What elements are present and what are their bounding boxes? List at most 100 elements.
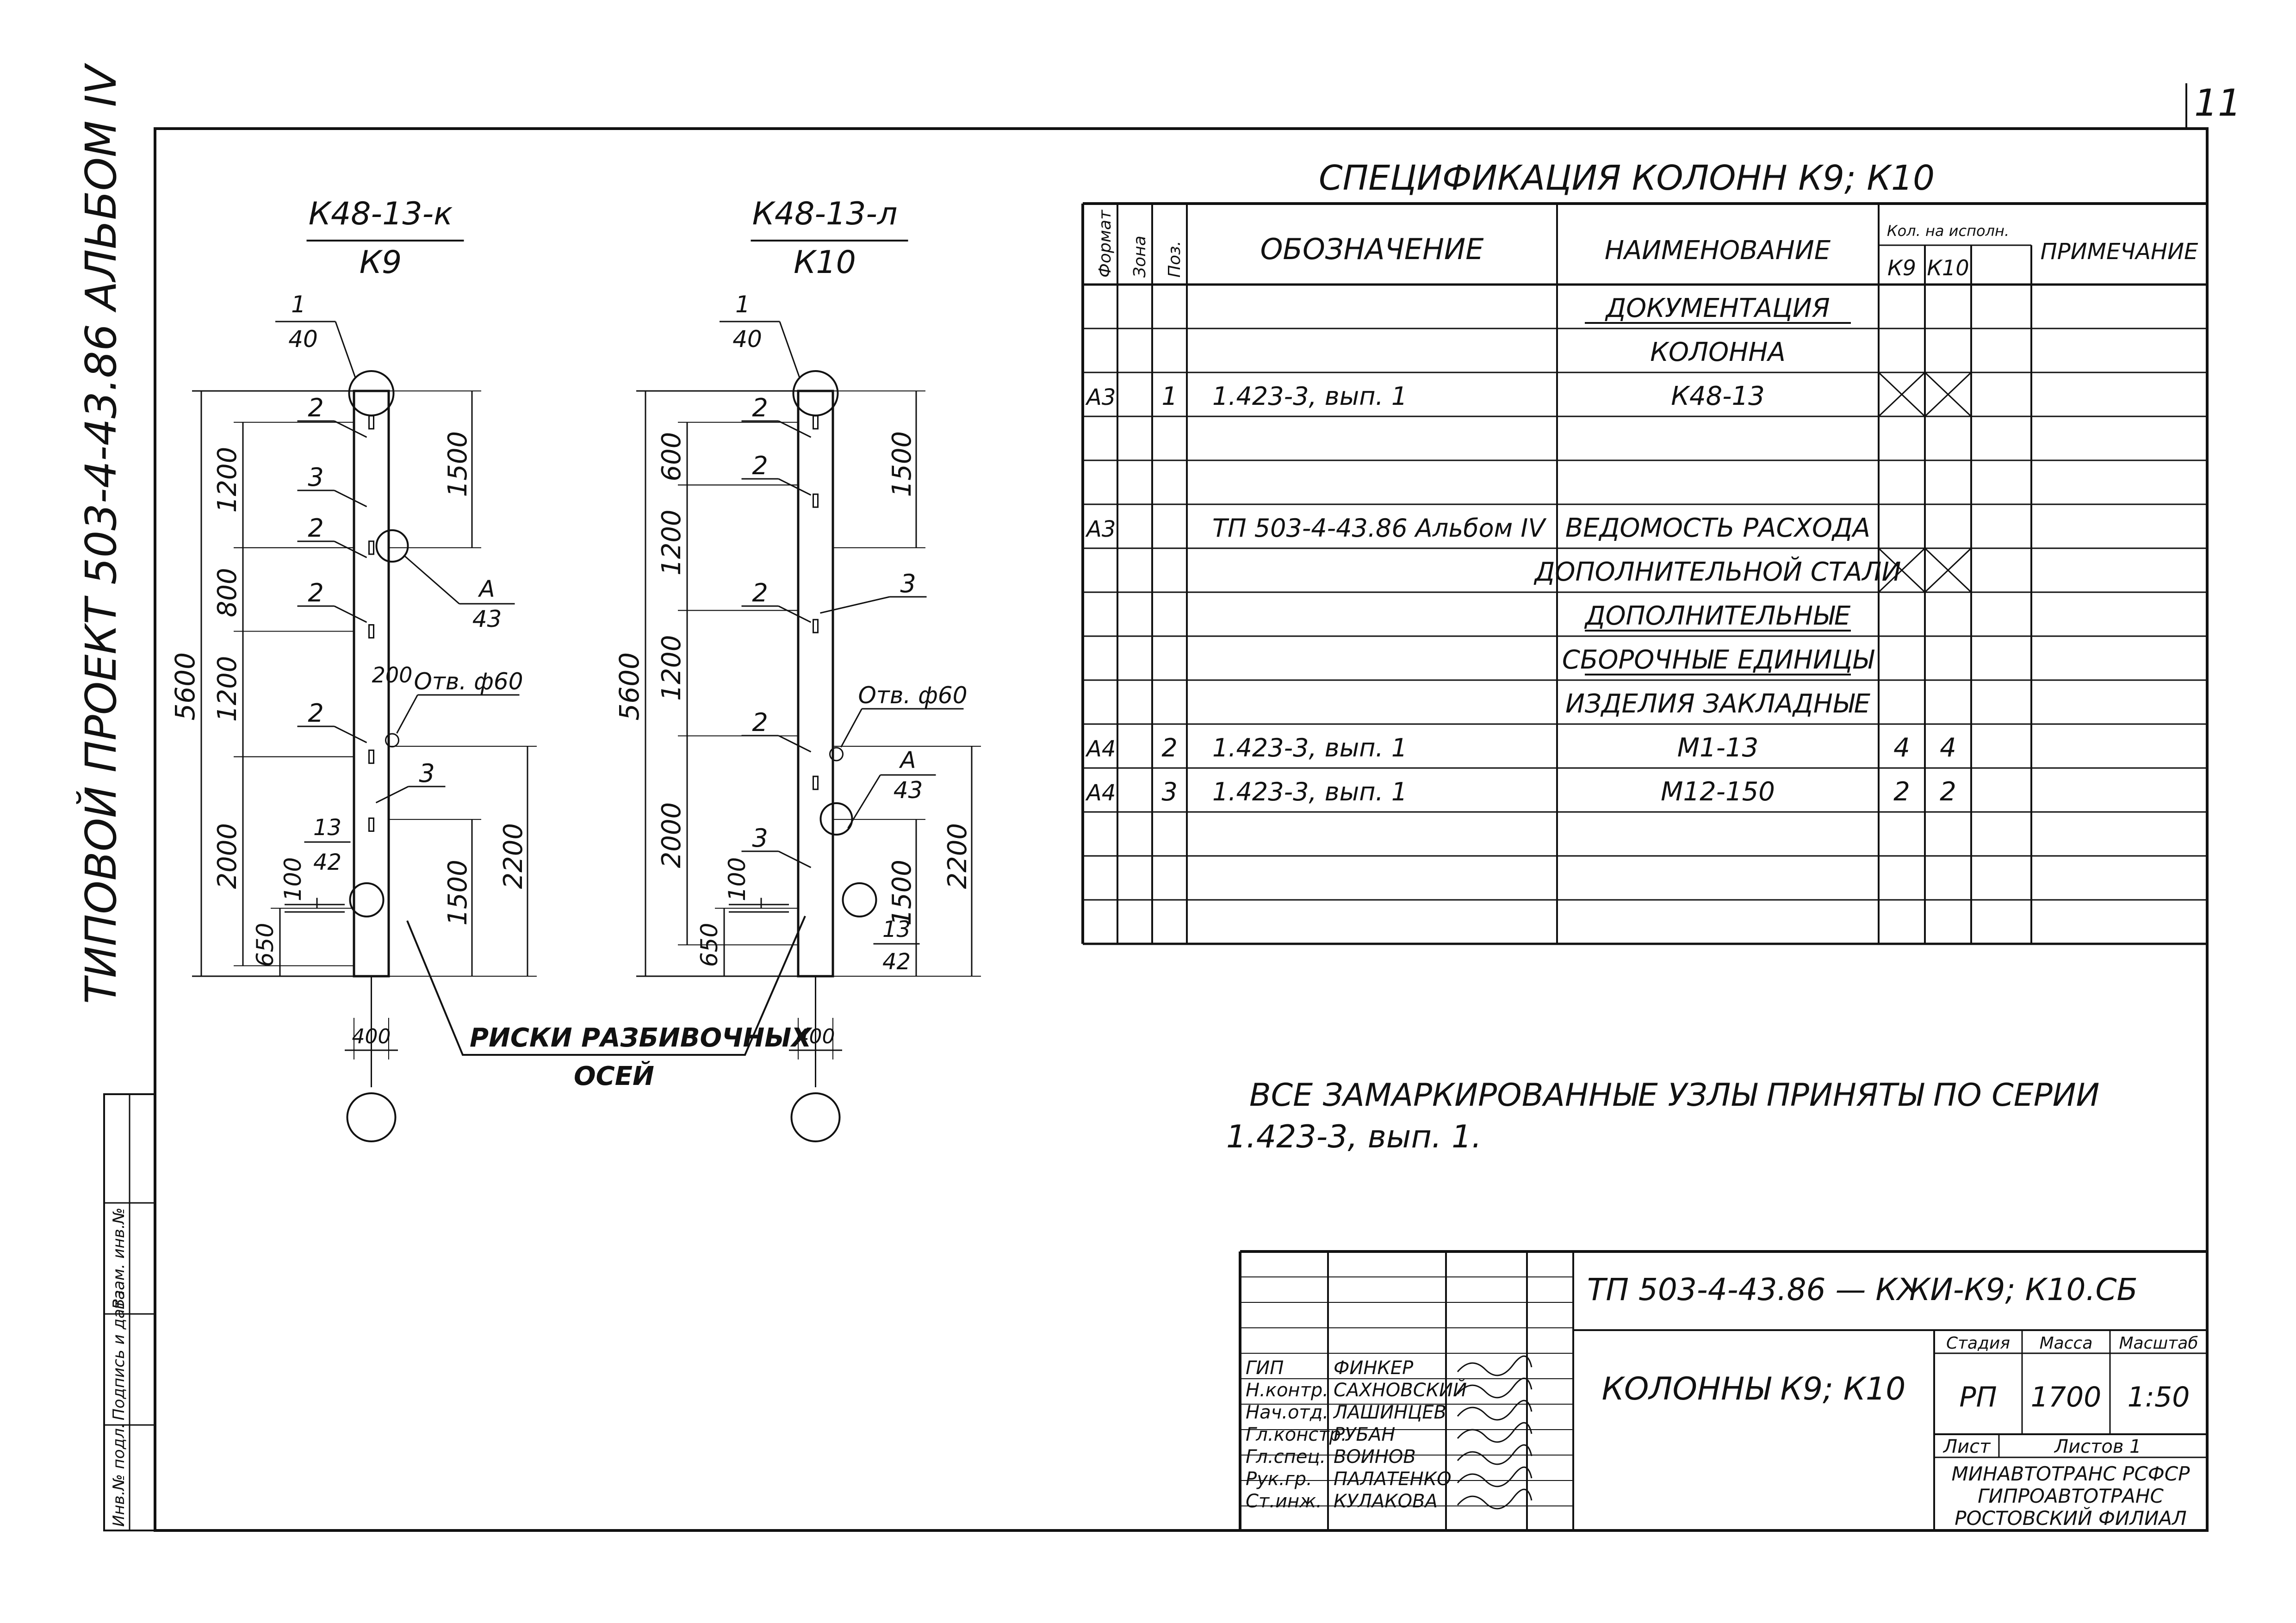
signature-name: КУЛАКОВА xyxy=(1334,1491,1438,1512)
spec-cell-name: М1-13 xyxy=(1677,733,1758,763)
spec-cell-k10: 2 xyxy=(1940,777,1956,807)
dimension-right-1500b: 1500 xyxy=(887,860,917,926)
hole-leader xyxy=(840,708,863,748)
hole-label: Отв. ф60 xyxy=(414,668,523,695)
position-label: 2 xyxy=(752,578,768,607)
dimension-650: 650 xyxy=(696,923,723,967)
embedded-item xyxy=(813,493,819,508)
spec-cell-pos: 3 xyxy=(1161,777,1177,806)
signature-row: Гл.спец.ВОИНОВ xyxy=(1246,1444,1533,1468)
node-callout-circle xyxy=(348,370,395,416)
position-label: 3 xyxy=(419,759,434,788)
spec-cell-name: М12-150 xyxy=(1661,777,1775,807)
spec-head-name: НАИМЕНОВАНИЕ xyxy=(1605,235,1831,266)
spec-cell-format: А4 xyxy=(1085,780,1116,806)
label-leader xyxy=(778,478,812,496)
spec-cell-name: ДОПОЛНИТЕЛЬНОЙ СТАЛИ xyxy=(1533,557,1901,587)
position-label: 2 xyxy=(752,708,768,737)
dimension-segment: 600 xyxy=(657,432,687,482)
risks-callout: РИСКИ РАЗБИВОЧНЫХ ОСЕЙ xyxy=(406,916,813,1091)
embedded-item xyxy=(813,415,819,430)
stage-value: РП xyxy=(1959,1381,1997,1413)
signature-role: Ст.инж. xyxy=(1246,1491,1322,1512)
node-a-num: А xyxy=(899,747,916,774)
dimension-width: 400 xyxy=(796,1025,835,1048)
spec-head-zone: Зона xyxy=(1130,235,1149,278)
spec-head-pos: Поз. xyxy=(1165,241,1184,278)
label-leader xyxy=(334,420,367,438)
signature-scribble xyxy=(1457,1400,1533,1421)
node-bottom-num: 13 xyxy=(882,917,911,942)
embedded-item xyxy=(813,619,819,633)
organization-line: МИНАВТОТРАНС РСФСР xyxy=(1952,1462,2191,1485)
signature-scribble xyxy=(1457,1355,1533,1376)
spec-head-designation: ОБОЗНАЧЕНИЕ xyxy=(1260,232,1484,266)
mass-value: 1700 xyxy=(2031,1381,2102,1413)
spec-row: ИЗДЕЛИЯ ЗАКЛАДНЫЕ xyxy=(1565,689,1871,719)
spec-cell-name: ДОКУМЕНТАЦИЯ xyxy=(1604,293,1830,323)
spec-cell-k9: 2 xyxy=(1893,777,1910,807)
dimension-right-1500b: 1500 xyxy=(443,860,473,926)
risks-label-line-1: РИСКИ РАЗБИВОЧНЫХ xyxy=(470,1023,813,1053)
signature-row: Ст.инж. КУЛАКОВА xyxy=(1246,1488,1533,1512)
node-top-num: 1 xyxy=(291,291,306,318)
node-leader xyxy=(847,774,881,829)
signature-row: Рук.гр.ПАЛАТЕНКО xyxy=(1246,1466,1533,1490)
signature-scribble xyxy=(1457,1377,1533,1399)
label-leader xyxy=(375,786,409,804)
embedded-item xyxy=(368,624,374,639)
side-stamp: ТИПОВОЙ ПРОЕКТ 503-4-43.86 АЛЬБОМ IV xyxy=(76,62,126,1004)
spec-head-k10: К10 xyxy=(1927,255,1969,280)
signature-row: Н.контр.САХНОВСКИЙ xyxy=(1246,1377,1533,1401)
dimension-5600: 5600 xyxy=(614,652,645,721)
organization-line: ГИПРОАВТОТРАНС xyxy=(1978,1485,2164,1507)
dimension-segment: 800 xyxy=(212,568,242,617)
label-leader xyxy=(778,605,812,623)
embedded-item xyxy=(813,775,819,790)
label-leader xyxy=(778,850,812,868)
node-leader xyxy=(335,321,356,378)
grid-axis-circle xyxy=(346,1092,397,1142)
node-top-den: 40 xyxy=(732,326,762,353)
signature-scribble xyxy=(1457,1422,1533,1443)
signature-row: Нач.отд.ЛАШИНЦЕВ xyxy=(1246,1400,1533,1423)
title-code: ТП 503-4-43.86 — КЖИ-К9; К10.СБ xyxy=(1587,1272,2138,1307)
dimension-200: 200 xyxy=(372,663,413,688)
node-callout-circle xyxy=(792,370,839,416)
dimension-right-1500: 1500 xyxy=(443,431,473,497)
spec-cross-mark xyxy=(1924,547,1972,593)
side-cell-inv: Инв.№ подл. xyxy=(110,1423,128,1527)
organization-line: РОСТОВСКИЙ ФИЛИАЛ xyxy=(1955,1506,2186,1530)
grid-axis-circle xyxy=(790,1092,841,1142)
node-a-circle xyxy=(375,529,409,563)
node-bottom-circle xyxy=(842,882,877,917)
node-leader xyxy=(779,321,800,378)
label-leader xyxy=(778,735,812,753)
embedded-item xyxy=(368,415,374,430)
spec-cell-designation: 1.423-3, вып. 1 xyxy=(1212,382,1407,411)
signature-role: Гл.спец. xyxy=(1246,1446,1326,1468)
dimension-5600: 5600 xyxy=(169,652,201,721)
dimension-segment: 2000 xyxy=(212,823,242,889)
signature-scribble xyxy=(1457,1488,1533,1510)
spec-cell-designation: 1.423-3, вып. 1 xyxy=(1212,733,1407,762)
label-leader xyxy=(334,489,367,508)
spec-head-note: ПРИМЕЧАНИЕ xyxy=(2041,239,2198,265)
side-cells: Инв.№ подл. Подпись и дата Взам. инв.№ xyxy=(103,1093,156,1531)
dimension-100: 100 xyxy=(279,857,306,901)
position-label: 2 xyxy=(308,699,323,728)
position-label: 2 xyxy=(752,451,768,480)
spec-cell-pos: 1 xyxy=(1161,382,1177,411)
label-leader xyxy=(778,420,812,438)
position-label: 3 xyxy=(752,824,768,853)
spec-cell-k9: 4 xyxy=(1893,733,1910,763)
dimension-width: 400 xyxy=(352,1025,391,1048)
dimension-segment: 2000 xyxy=(657,802,687,868)
spec-row: СБОРОЧНЫЕ ЕДИНИЦЫ xyxy=(1562,645,1874,675)
spec-head-format: Формат xyxy=(1096,210,1115,278)
dimension-right-1500: 1500 xyxy=(887,431,917,497)
